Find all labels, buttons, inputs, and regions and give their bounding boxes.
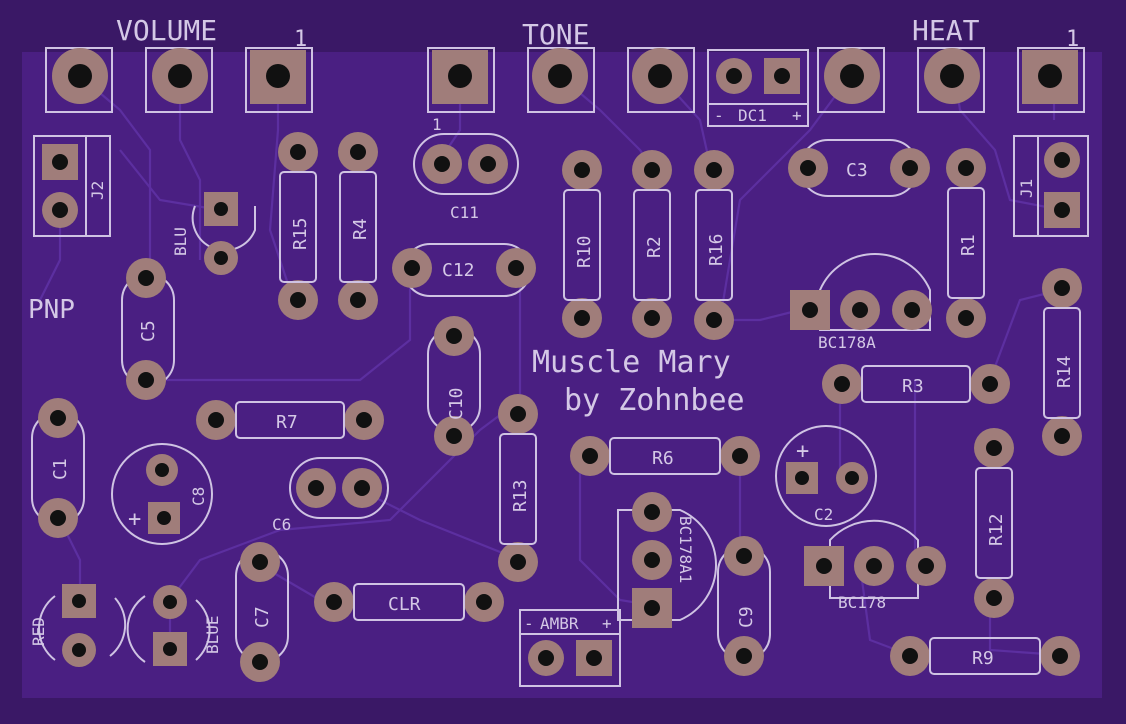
capacitor-c1: C1 <box>31 398 85 538</box>
bc178-label: BC178 <box>838 593 886 612</box>
capacitor-c7: C7 <box>235 542 289 682</box>
pnp-label: PNP <box>28 295 75 325</box>
r3-label: R3 <box>902 376 924 397</box>
blu-label: BLU <box>171 227 190 256</box>
volume-pin1-label: 1 <box>294 27 307 52</box>
capacitor-c9: C9 <box>717 536 771 676</box>
r9-label: R9 <box>972 648 994 669</box>
red-label: RED <box>29 617 48 646</box>
clr-label: CLR <box>388 594 421 615</box>
c11-label: C11 <box>450 203 479 222</box>
r2-label: R2 <box>644 236 665 258</box>
r6-label: R6 <box>652 448 674 469</box>
resistor-r15: R15 <box>278 132 318 320</box>
volume-label: VOLUME <box>116 14 217 47</box>
c6-label: C6 <box>272 515 291 534</box>
capacitor-c2: + C2 <box>775 425 877 527</box>
r16-label: R16 <box>706 233 727 266</box>
blue-label: BLUE <box>203 615 222 654</box>
led-blu: BLU <box>171 192 256 275</box>
r1-label: R1 <box>958 234 979 256</box>
resistor-r2: R2 <box>632 150 672 338</box>
ambr-label: AMBR <box>540 614 579 633</box>
tone-label: TONE <box>522 18 589 51</box>
c7-label: C7 <box>252 606 273 628</box>
board-title: Muscle Mary <box>532 345 731 380</box>
r12-label: R12 <box>986 513 1007 546</box>
capacitor-c6: C6 <box>272 457 389 534</box>
j2-connector: J2 <box>33 135 111 237</box>
pot-tone: TONE <box>427 18 695 113</box>
capacitor-c11: 1 C11 <box>413 115 519 222</box>
dc1-plus: + <box>792 106 802 125</box>
r10-label: R10 <box>574 235 595 268</box>
ambr-minus: - <box>524 614 534 633</box>
j2-label: J2 <box>88 181 107 200</box>
capacitor-c3: C3 <box>788 139 930 197</box>
transistor-bc178: BC178 <box>804 519 946 612</box>
heat-label: HEAT <box>912 14 980 47</box>
resistor-r13: R13 <box>498 394 538 582</box>
pot-heat: HEAT 1 <box>817 14 1085 113</box>
r14-label: R14 <box>1054 355 1075 388</box>
c9-label: C9 <box>736 606 757 628</box>
resistor-r12: R12 <box>974 428 1014 618</box>
resistor-r6: R6 <box>570 436 760 476</box>
c8-label: C8 <box>189 487 208 506</box>
c2-plus: + <box>796 439 809 464</box>
resistor-r9: R9 <box>890 636 1080 676</box>
r4-label: R4 <box>350 218 371 240</box>
c5-label: C5 <box>138 320 159 342</box>
bc178a1-label: BC178A1 <box>676 516 695 583</box>
j1-label: J1 <box>1017 179 1036 198</box>
resistor-r3: R3 <box>822 364 1010 404</box>
c1-label: C1 <box>50 458 71 480</box>
j1-connector: J1 <box>1013 135 1089 237</box>
capacitor-c10: C10 <box>427 316 481 456</box>
r13-label: R13 <box>510 479 531 512</box>
dc1-label: DC1 <box>738 106 767 125</box>
r7-label: R7 <box>276 412 298 433</box>
capacitor-c12: C12 <box>392 243 536 297</box>
resistor-r16: R16 <box>694 150 734 340</box>
c10-label: C10 <box>446 387 467 420</box>
dc1-connector: - DC1 + <box>707 49 809 127</box>
capacitor-c8: + C8 <box>111 443 213 545</box>
resistor-r7: R7 <box>196 400 384 440</box>
c8-plus: + <box>128 507 141 532</box>
ambr-plus: + <box>602 614 612 633</box>
r15-label: R15 <box>290 217 311 250</box>
c11-pin1: 1 <box>432 115 442 134</box>
c2-label: C2 <box>814 505 833 524</box>
capacitor-c5: C5 <box>121 258 175 400</box>
board-subtitle: by Zohnbee <box>564 383 745 418</box>
heat-pin1-label: 1 <box>1066 27 1079 52</box>
resistor-clr: CLR <box>314 582 504 622</box>
resistor-r1: R1 <box>946 148 986 338</box>
led-red: RED <box>29 584 127 667</box>
bc178a-label: BC178A <box>818 333 876 352</box>
resistor-r4: R4 <box>338 132 378 320</box>
transistor-bc178a: BC178A <box>790 252 932 352</box>
transistor-bc178a1: BC178A1 <box>617 492 718 628</box>
led-blue: BLUE <box>126 585 222 666</box>
c3-label: C3 <box>846 160 868 181</box>
resistor-r10: R10 <box>562 150 602 338</box>
resistor-r14: R14 <box>1042 268 1082 456</box>
ambr-connector: - AMBR + <box>519 609 621 687</box>
dc1-minus: - <box>714 106 724 125</box>
pot-volume: VOLUME 1 <box>45 14 313 113</box>
c12-label: C12 <box>442 260 475 281</box>
